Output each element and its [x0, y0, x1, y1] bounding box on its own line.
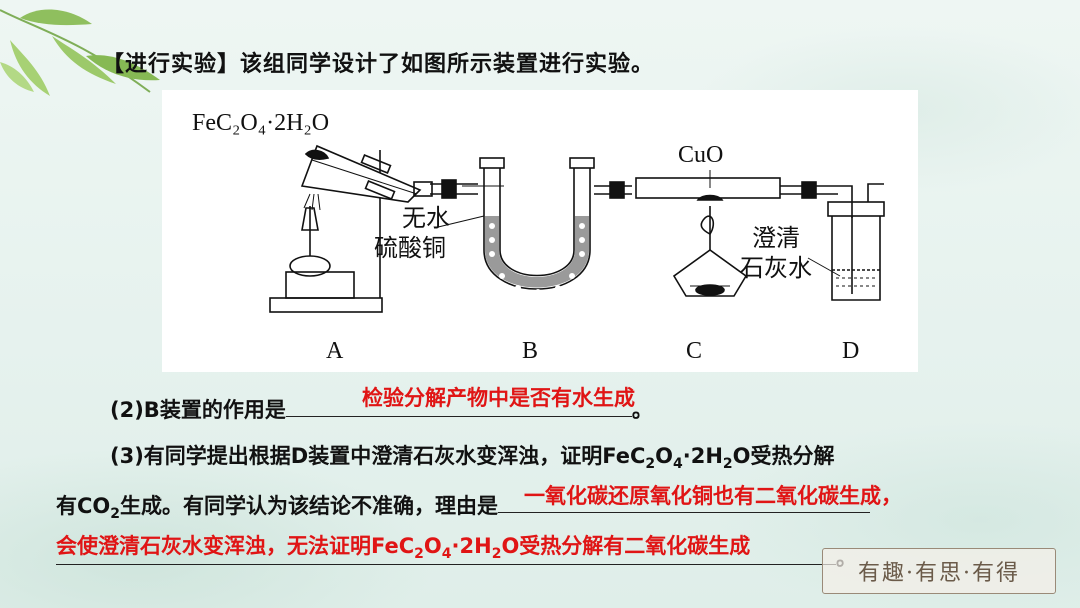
q3-ans-e: ·2H: [451, 534, 492, 558]
section-heading: 【进行实验】该组同学设计了如图所示装置进行实验。: [102, 52, 655, 77]
q3-ans-sub-3: 2: [491, 546, 502, 563]
apparatus-a: [269, 144, 433, 313]
label-reactant: FeC₂O₄·2H₂O: [192, 110, 329, 136]
label-apparatus-c: C: [686, 338, 702, 364]
q3-answer-blank-1[interactable]: [498, 494, 871, 513]
label-limewater-1: 澄清: [752, 225, 800, 252]
q3-ans-sub-1: 2: [414, 546, 424, 563]
q3-sub-co2: 2: [110, 506, 121, 523]
seal-stamp: 有趣·有思·有得: [822, 548, 1056, 594]
q2-answer: 检验分解产物中是否有水生成: [362, 386, 635, 410]
q3-text-g: O受热分解: [732, 444, 835, 468]
q3-ans-sub-2: 4: [441, 546, 452, 563]
q3-sub-3: 2: [722, 456, 733, 473]
apparatus-b: [462, 157, 595, 295]
q3-answer-blank-2[interactable]: [56, 546, 836, 565]
question-3-line-2: 有CO2生成。有同学认为该结论不准确，理由是: [56, 490, 871, 523]
question-3-line-1: (3)有同学提出根据D装置中澄清石灰水变浑浊，证明FeC2O4·2H2O受热分解: [110, 440, 835, 472]
q3-ans-c: O: [423, 534, 442, 558]
apparatus-d: [827, 183, 885, 301]
label-dry-agent-2: 硫酸铜: [374, 235, 446, 262]
q3-sub-2: 4: [673, 456, 683, 473]
label-dry-agent-1: 无水: [402, 205, 450, 232]
apparatus-figure: FeC₂O₄·2H₂O CuO 无水 硫酸铜 澄清 石灰水 A B C D: [162, 90, 918, 372]
q3-answer-line-1: 一氧化碳还原氧化铜也有二氧化碳生成，: [524, 484, 902, 508]
bamboo-leaves-decoration: [0, 9, 160, 96]
label-apparatus-b: B: [522, 338, 538, 364]
q2-suffix: 。: [631, 398, 653, 422]
q3-text-line2-a: 有CO: [56, 494, 111, 518]
q3-text-c: O: [655, 444, 673, 468]
q3-ans-g: O受热分解有二氧化碳生成: [501, 534, 751, 558]
q3-sub-1: 2: [645, 456, 656, 473]
question-2: (2)B装置的作用是 。: [110, 394, 653, 424]
q2-answer-blank[interactable]: [285, 398, 632, 417]
label-cuo: CuO: [678, 142, 723, 168]
q3-text-line2-c: 生成。有同学认为该结论不准确，理由是: [120, 494, 499, 518]
label-limewater-2: 石灰水: [740, 255, 812, 282]
q3-text-a: (3)有同学提出根据D装置中澄清石灰水变浑浊，证明FeC: [110, 444, 646, 468]
q3-ans-a: 会使澄清石灰水变浑浊，无法证明FeC: [56, 534, 415, 558]
label-apparatus-a: A: [326, 338, 344, 364]
q3-text-e: ·2H: [682, 444, 723, 468]
q2-prefix: (2)B装置的作用是: [110, 398, 286, 422]
label-apparatus-d: D: [842, 338, 859, 364]
q3-answer-line-2: 会使澄清石灰水变浑浊，无法证明FeC2O4·2H2O受热分解有二氧化碳生成: [56, 530, 750, 562]
apparatus-c: [635, 177, 781, 297]
